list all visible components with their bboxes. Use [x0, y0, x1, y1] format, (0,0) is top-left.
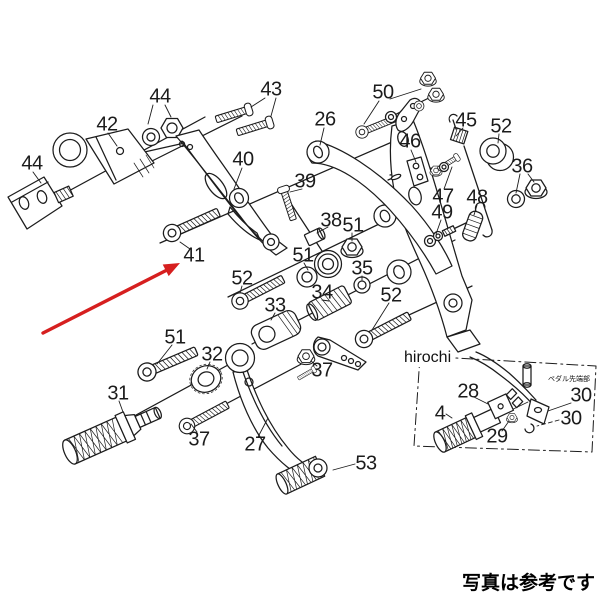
bolt-52-right [351, 307, 414, 352]
part-42-lever [52, 128, 155, 185]
part-31-footpeg [62, 406, 162, 465]
pointer-arrow [41, 263, 180, 335]
part-label-26: 26 [314, 108, 336, 131]
part-label-37-left: 37 [188, 428, 210, 451]
part-label-30-top: 30 [570, 384, 592, 407]
part-label-52-left: 52 [231, 267, 253, 290]
leader-lines [32, 88, 535, 471]
part-label-47: 47 [432, 185, 454, 208]
part-label-46: 46 [399, 130, 421, 153]
part-28-clevis [487, 388, 524, 420]
part-label-33: 33 [264, 294, 286, 317]
part-label-44-top: 44 [149, 85, 171, 108]
part-40-plate [175, 129, 288, 256]
part-label-52-top: 52 [490, 115, 512, 138]
inset-caption: ペダル先端部 [548, 376, 590, 383]
part-label-34: 34 [311, 281, 333, 304]
part-36-washer-nut [506, 179, 548, 209]
part-33-clamp [250, 310, 302, 350]
part-label-49: 49 [431, 201, 453, 224]
part-label-51-hub: 51 [292, 244, 314, 267]
watermark-hirochi: hirochi [402, 349, 454, 367]
part-label-51-bottom: 51 [164, 326, 186, 349]
part-label-28: 28 [457, 380, 479, 403]
washer-47 [438, 161, 450, 173]
part-45-spring-wire [448, 113, 493, 238]
part-label-48: 48 [466, 186, 488, 209]
part-label-29: 29 [486, 425, 508, 448]
part-label-39: 39 [294, 170, 316, 193]
part-label-45: 45 [455, 109, 477, 132]
part-label-42: 42 [96, 113, 118, 136]
part-label-31: 31 [107, 382, 129, 405]
part-label-30-bottom: 30 [560, 407, 582, 430]
bearing-51-hub [296, 249, 343, 288]
pedal-tip-pin [522, 363, 532, 388]
part-50-cluster [353, 71, 445, 141]
part-linkage-arm [312, 336, 367, 371]
part-34-sleeve [306, 285, 352, 321]
bolt-43a [213, 101, 255, 127]
part-26-arm [306, 140, 453, 275]
footer-note: 写真は参考です [462, 573, 596, 594]
bolt-43b [234, 114, 276, 140]
part-label-53: 53 [355, 452, 377, 475]
part-label-32: 32 [201, 343, 223, 366]
part-46-bracket [387, 156, 443, 187]
part-label-41: 41 [183, 244, 205, 267]
part-32-ringnut [189, 363, 223, 395]
part-44-washer-nut [141, 117, 184, 147]
part-48-spring [462, 201, 486, 242]
part-label-43: 43 [260, 78, 282, 101]
part-label-44-left: 44 [21, 152, 43, 175]
part-label-50: 50 [372, 81, 394, 104]
part-label-36: 36 [511, 155, 533, 178]
part-label-4: 4 [434, 402, 446, 425]
part-label-35: 35 [351, 257, 373, 280]
part-30-clip [524, 423, 535, 434]
part-label-40: 40 [232, 148, 254, 171]
inset-box [413, 351, 597, 453]
bolt-41 [160, 203, 223, 245]
part-35-washer [353, 276, 371, 294]
part-label-27: 27 [244, 433, 266, 456]
part-38-spacer [303, 227, 326, 247]
part-label-38: 38 [320, 209, 342, 232]
part-label-52-right: 52 [380, 284, 402, 307]
part-29-nut [506, 413, 518, 424]
nut-51-mid [340, 238, 364, 259]
part-52-roller [479, 137, 515, 172]
part-label-37-right: 37 [311, 359, 333, 382]
part-49-parts [423, 225, 457, 248]
part-27-pedal [224, 342, 328, 495]
part-44-bracket [7, 176, 74, 230]
part-label-51-mid: 51 [342, 214, 364, 237]
